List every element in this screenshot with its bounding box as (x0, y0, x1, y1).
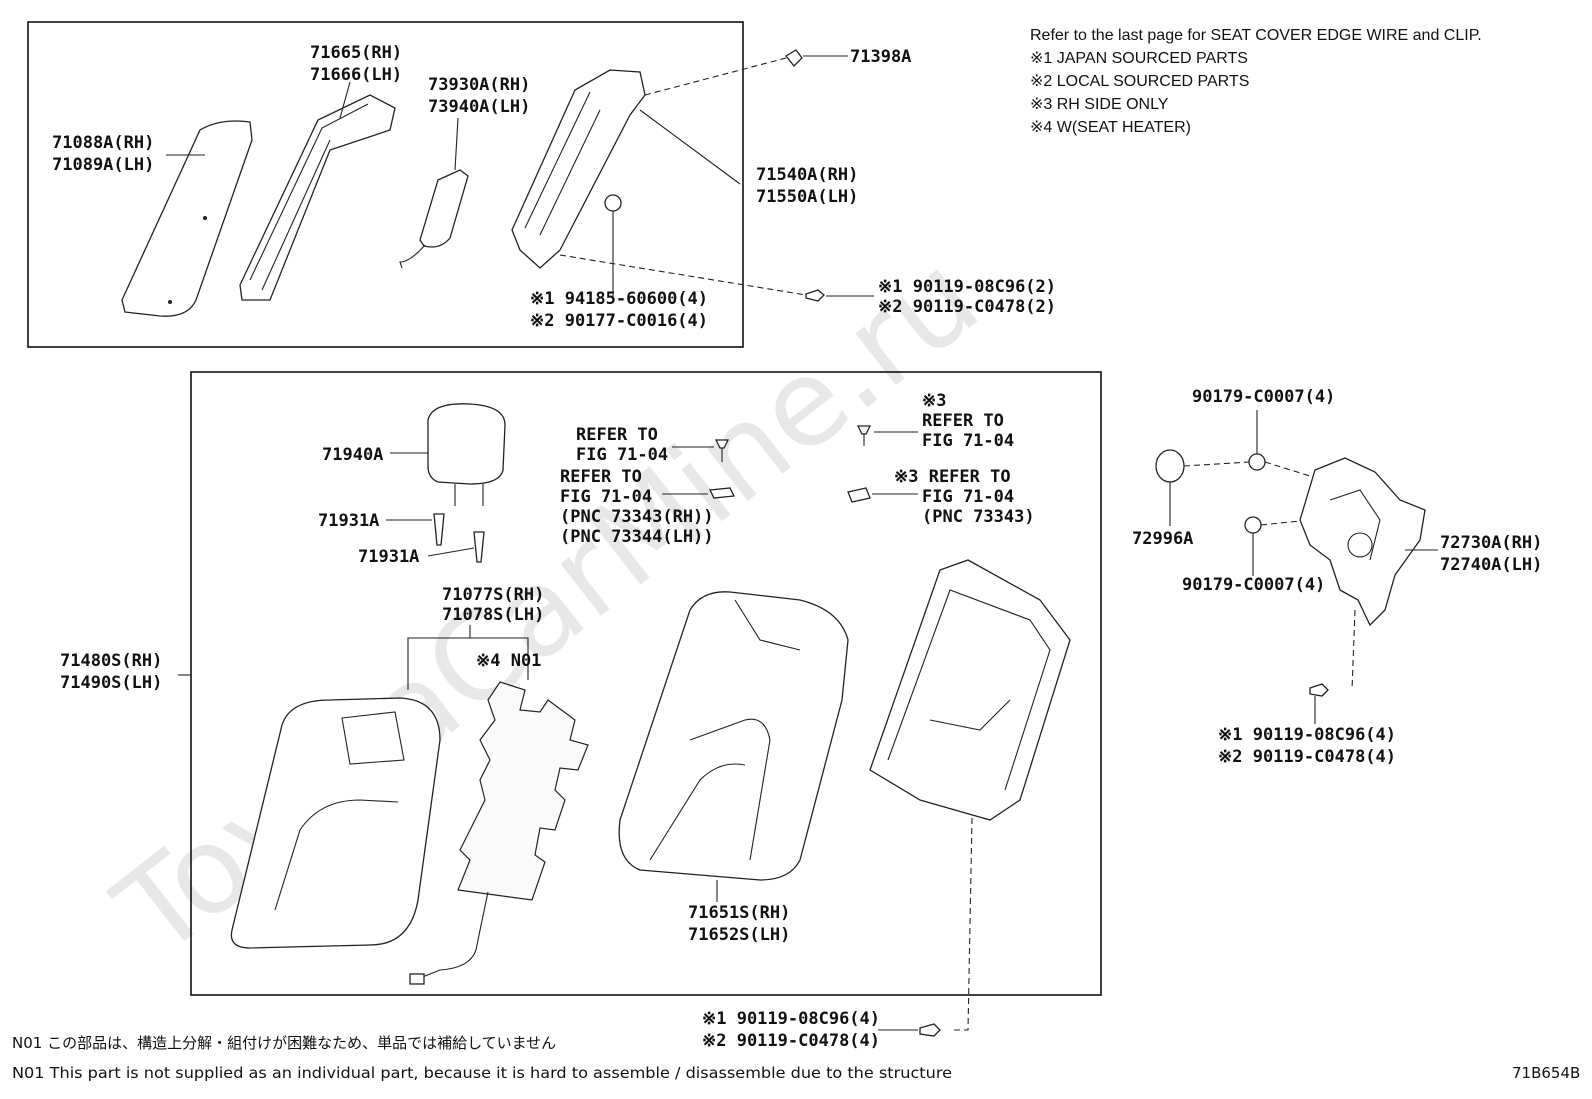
seatback-cover-71077S (230, 697, 441, 949)
bolt-90119-lower (919, 1023, 941, 1037)
side-panel-71088A (121, 120, 253, 317)
note-2: ※2 LOCAL SOURCED PARTS (1030, 73, 1249, 90)
label-71480S: 71480S(RH) (60, 651, 162, 671)
upper-assembly-box (27, 21, 744, 348)
label-refer1-a: REFER TO (576, 425, 658, 445)
label-71077S: 71077S(RH) (442, 585, 544, 605)
label-90119-08C96-4-a: ※1 90119-08C96(4) (702, 1009, 880, 1029)
seatback-pad-71651S (618, 591, 849, 881)
grommet-94185 (604, 194, 622, 212)
label-71398A: 71398A (850, 47, 911, 67)
label-refer4-b: FIG 71-04 (922, 487, 1014, 507)
label-72996A: 72996A (1132, 529, 1193, 549)
label-71665: 71665(RH) (310, 43, 402, 63)
label-71540A: 71540A(RH) (756, 165, 858, 185)
label-71088A: 71088A(RH) (52, 133, 154, 153)
label-refer2-a: REFER TO (560, 467, 642, 487)
label-90119-C0478-4-a: ※2 90119-C0478(4) (702, 1031, 880, 1051)
seatback-frame (869, 559, 1071, 821)
label-refer3-c: FIG 71-04 (922, 431, 1014, 451)
label-73940A: 73940A(LH) (428, 97, 530, 117)
label-N01: ※4 N01 (476, 651, 541, 671)
note-3: ※3 RH SIDE ONLY (1030, 96, 1169, 113)
nut-90179-1 (1248, 453, 1266, 471)
bolt-refer-1 (714, 439, 730, 449)
label-71940A: 71940A (322, 445, 383, 465)
label-71651S: 71651S(RH) (688, 903, 790, 923)
label-71550A: 71550A(LH) (756, 187, 858, 207)
clip-71398A (785, 49, 803, 67)
label-71089A: 71089A(LH) (52, 155, 154, 175)
diagram-code: 71B654B (1512, 1064, 1580, 1082)
label-90119-08C96-2: ※1 90119-08C96(2) (878, 277, 1056, 297)
label-refer2-d: (PNC 73344(LH)) (560, 527, 714, 547)
footer-note-jp: N01 この部品は、構造上分解・組付けが困難なため、単品では補給していません (12, 1034, 556, 1052)
label-71078S: 71078S(LH) (442, 605, 544, 625)
label-71490S: 71490S(LH) (60, 673, 162, 693)
label-refer2-c: (PNC 73343(RH)) (560, 507, 714, 527)
label-72740A: 72740A(LH) (1440, 555, 1542, 575)
bolt-90119-upper (805, 289, 825, 302)
label-73930A: 73930A(RH) (428, 75, 530, 95)
guide-71931A-2 (473, 531, 485, 563)
label-refer4-c: (PNC 73343) (922, 507, 1035, 527)
heater-mat-N01 (457, 681, 589, 901)
label-72730A: 72730A(RH) (1440, 533, 1542, 553)
note-1: ※1 JAPAN SOURCED PARTS (1030, 50, 1248, 67)
watermark: ToyotaCarMine.ru (91, 228, 1003, 984)
footer-note-en: N01 This part is not supplied as an indi… (12, 1064, 952, 1082)
label-90119-C0478-4-b: ※2 90119-C0478(4) (1218, 747, 1396, 767)
label-refer1-b: FIG 71-04 (576, 445, 668, 465)
note-refer: Refer to the last page for SEAT COVER ED… (1030, 27, 1482, 44)
label-refer3-a: ※3 (922, 391, 946, 411)
label-90119-C0478-2: ※2 90119-C0478(2) (878, 297, 1056, 317)
headrest-71940A (427, 403, 506, 485)
guide-71931A-1 (433, 513, 445, 546)
label-90119-08C96-4-b: ※1 90119-08C96(4) (1218, 725, 1396, 745)
clip-refer-4 (847, 487, 871, 503)
label-90179-C0007-a: 90179-C0007(4) (1192, 387, 1335, 407)
seatback-assembly-box (190, 371, 1102, 996)
label-90179-C0007-b: 90179-C0007(4) (1182, 575, 1325, 595)
label-71666: 71666(LH) (310, 65, 402, 85)
label-refer3-b: REFER TO (922, 411, 1004, 431)
label-94185: ※1 94185-60600(4) (530, 289, 708, 309)
frame-71540A (511, 69, 646, 269)
label-71652S: 71652S(LH) (688, 925, 790, 945)
note-4: ※4 W(SEAT HEATER) (1030, 119, 1191, 136)
label-refer4-a: ※3 REFER TO (894, 467, 1011, 487)
recliner-72730A (1299, 457, 1426, 627)
nut-90179-2 (1244, 516, 1262, 534)
airbag-module-73930A (419, 169, 469, 248)
label-71931A-1: 71931A (318, 511, 379, 531)
clip-refer-2 (708, 487, 736, 499)
label-71931A-2: 71931A (358, 547, 419, 567)
bolt-90119-right (1309, 683, 1329, 697)
label-refer2-b: FIG 71-04 (560, 487, 652, 507)
label-90177: ※2 90177-C0016(4) (530, 311, 708, 331)
bolt-refer-3 (856, 425, 872, 435)
knob-72996A (1155, 449, 1185, 483)
garnish-71665 (239, 94, 396, 301)
